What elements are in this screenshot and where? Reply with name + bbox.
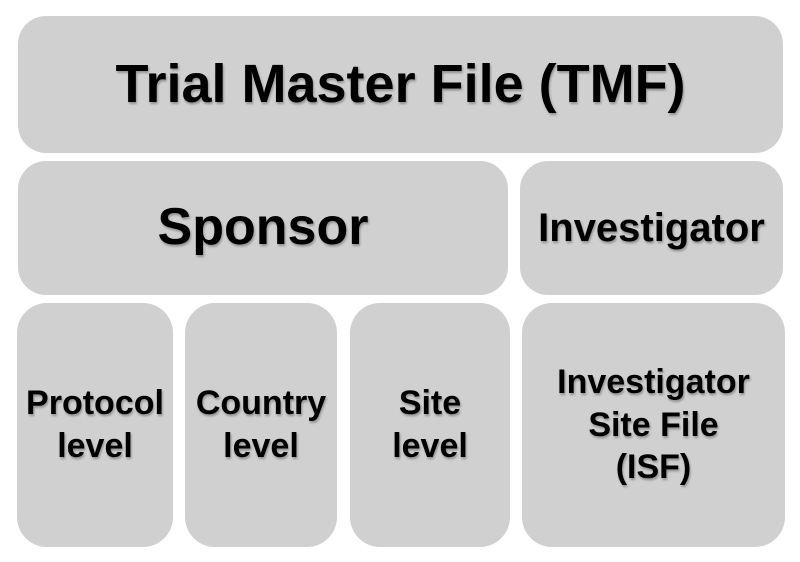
investigator-site-file-label: Investigator Site File (ISF)	[557, 362, 750, 487]
investigator-node: Investigator	[520, 161, 783, 295]
protocol-level-node: Protocol level	[17, 303, 173, 547]
investigator-site-file-node: Investigator Site File (ISF)	[522, 303, 785, 547]
country-level-label: Country level	[195, 384, 327, 465]
tmf-label: Trial Master File (TMF)	[115, 53, 686, 114]
protocol-level-label: Protocol level	[26, 384, 164, 465]
country-level-node: Country level	[185, 303, 337, 547]
site-level-label: Site level	[392, 384, 468, 465]
site-level-node: Site level	[350, 303, 510, 547]
investigator-label: Investigator	[538, 206, 765, 250]
sponsor-node: Sponsor	[18, 161, 508, 295]
sponsor-label: Sponsor	[157, 198, 369, 257]
tmf-node: Trial Master File (TMF)	[18, 16, 783, 153]
